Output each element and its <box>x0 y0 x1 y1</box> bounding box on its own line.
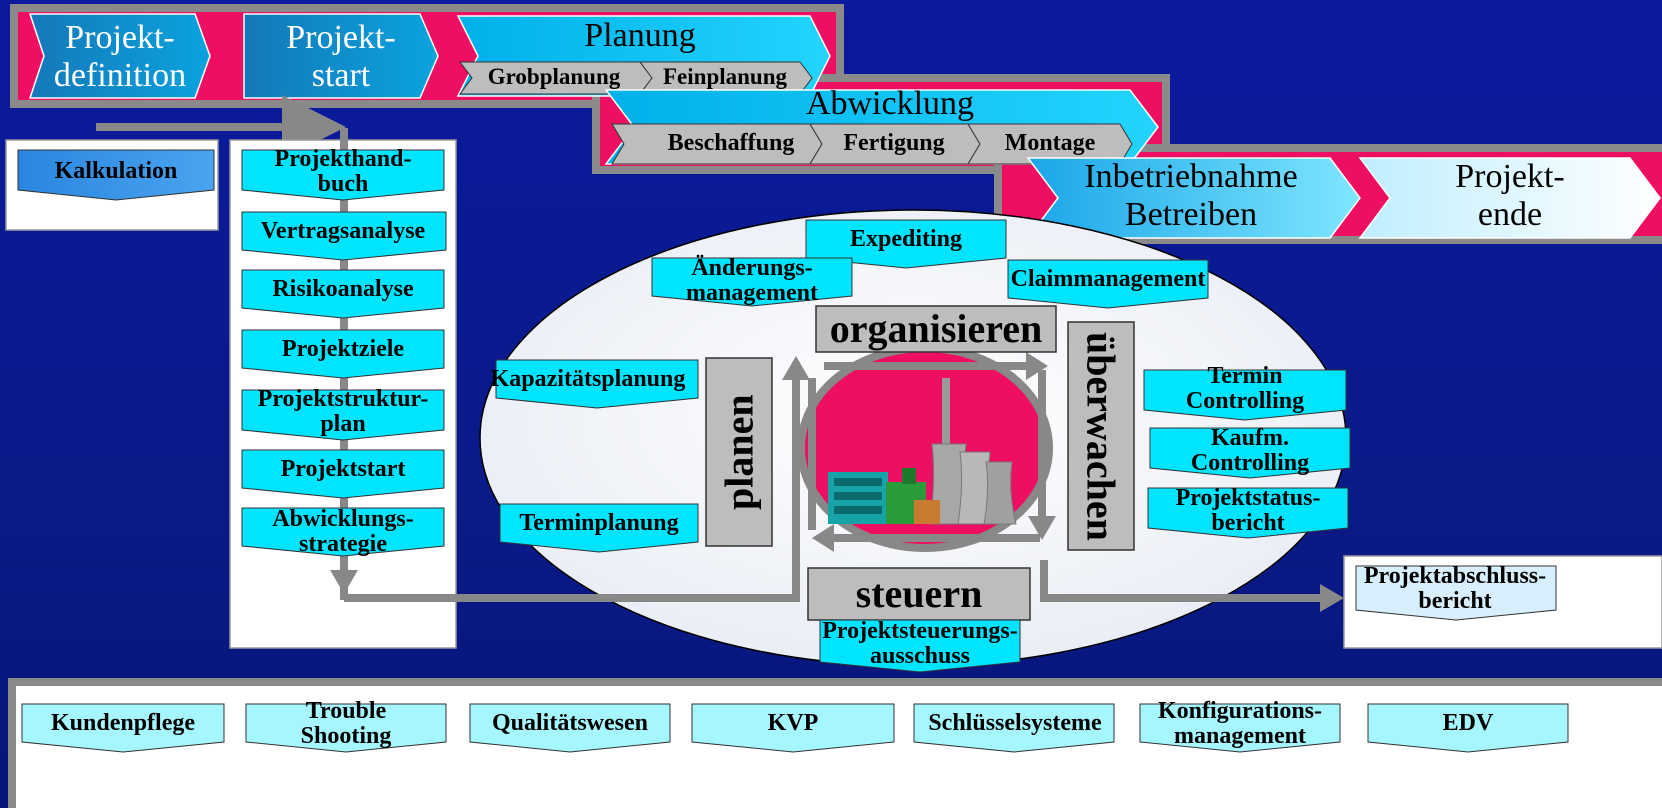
chevron-ende <box>1358 157 1661 239</box>
label-ueberwachen: überwachen <box>1078 331 1124 541</box>
cycle-arrow-right-head <box>1028 516 1056 540</box>
bottom-3: KVP <box>767 710 819 737</box>
label-claim: Claimmanagement <box>1010 266 1206 293</box>
phase-ende-l1: Projekt- <box>1455 157 1565 195</box>
label-status-l1: Projektstatus- <box>1175 484 1321 511</box>
label-steuerung-l1: Projektsteuerungs- <box>822 617 1018 644</box>
label-kaufm: Kaufm.Controlling <box>1150 418 1350 484</box>
bottom-1-l2: Shooting <box>300 723 392 749</box>
col-0-l1: Projekthand- <box>274 145 412 172</box>
sub-feinplanung: Feinplanung <box>663 64 787 89</box>
label-abschluss: Projektabschluss-bericht <box>1348 556 1562 622</box>
label-aenderung-l2: management <box>686 280 818 306</box>
col-6-l1: Abwicklungs- <box>272 505 414 532</box>
bottom-2: Qualitätswesen <box>492 710 648 737</box>
col-4: Projektstruktur-plan <box>232 380 454 444</box>
label-aenderung: Änderungs-management <box>648 248 856 314</box>
label-organisieren: organisieren <box>829 306 1043 351</box>
phase-planung-title: Planung <box>584 16 696 54</box>
sub-grobplanung: Grobplanung <box>487 64 621 89</box>
sub-beschaffung: Beschaffung <box>667 130 795 156</box>
bottom-6: EDV <box>1442 710 1494 737</box>
label-expediting: Expediting <box>849 226 963 253</box>
label-status-l2: bericht <box>1211 510 1285 536</box>
bottom-5-l1: Konfigurations- <box>1157 697 1322 724</box>
col-0: Projekthand-buch <box>236 140 450 204</box>
label-kaufm-l1: Kaufm. <box>1211 424 1289 451</box>
label-abschluss-l1: Projektabschluss- <box>1363 562 1547 589</box>
col-6-l2: strategie <box>299 531 387 557</box>
box-organisieren <box>815 305 1057 353</box>
chevron-inbetrieb <box>1026 157 1361 239</box>
col-1: Vertragsanalyse <box>260 218 426 245</box>
label-steuerung: Projektsteuerungs-ausschuss <box>796 610 1044 678</box>
label-kalkulation: Kalkulation <box>54 158 178 185</box>
phase-definition-l2: definition <box>53 57 187 94</box>
col-5: Projektstart <box>280 456 406 483</box>
bottom-5: Konfigurations-management <box>1130 692 1350 756</box>
power-plant-icon <box>828 378 1017 525</box>
label-steuern: steuern <box>855 571 983 616</box>
label-termin-ctrl-l2: Controlling <box>1185 388 1305 414</box>
phase-definition-l1: Projekt- <box>65 18 175 56</box>
phase-start-l1: Projekt- <box>286 18 396 56</box>
box-planen <box>705 357 773 547</box>
label-aenderung-l1: Änderungs- <box>691 254 813 281</box>
phase-ende-l2: ende <box>1477 196 1543 233</box>
label-termin: Terminplanung <box>519 510 679 537</box>
label-kaufm-l2: Controlling <box>1190 450 1310 476</box>
arrow-planen-head <box>782 356 810 380</box>
label-status: Projektstatus-bericht <box>1148 478 1348 544</box>
cycle-arrow-top-head <box>1026 352 1048 380</box>
col-6: Abwicklungs-strategie <box>236 498 450 566</box>
col-4-l1: Projektstruktur- <box>257 385 429 412</box>
label-abschluss-l2: bericht <box>1418 588 1492 614</box>
label-steuerung-l2: ausschuss <box>869 643 971 669</box>
bottom-5-l2: management <box>1174 723 1306 749</box>
col-0-l2: buch <box>317 171 369 197</box>
phase-start-l2: start <box>311 57 371 94</box>
arrow-abschluss-head <box>1320 584 1344 612</box>
label-planen: planen <box>716 394 762 510</box>
phase-abwicklung-title: Abwicklung <box>805 84 975 122</box>
sub-fertigung: Fertigung <box>843 130 945 156</box>
phase-definition: Projekt- definition <box>30 16 210 98</box>
phase-inbetrieb-l1: Inbetriebnahme <box>1084 157 1298 195</box>
arrow-column-head <box>330 570 358 594</box>
box-ueberwachen <box>1067 321 1135 551</box>
chevron-start <box>243 13 439 99</box>
arrow-to-planen <box>344 362 800 602</box>
cycle-arrow-bottom-head <box>812 524 834 552</box>
phase-inbetrieb: Inbetriebnahme Betreiben <box>1046 154 1336 238</box>
col-3: Projektziele <box>281 336 405 363</box>
col-2: Risikoanalyse <box>272 276 414 303</box>
sub-montage: Montage <box>1004 130 1096 156</box>
bottom-0: Kundenpflege <box>50 710 196 737</box>
chevron-definition <box>28 13 211 99</box>
col-4-l2: plan <box>320 411 366 437</box>
label-termin-ctrl-l1: Termin <box>1207 362 1283 389</box>
phase-start: Projekt- start <box>244 16 438 98</box>
phase-inbetrieb-l2: Betreiben <box>1124 196 1258 233</box>
phase-ende: Projekt- ende <box>1390 154 1630 238</box>
bottom-1-l1: Trouble <box>305 697 387 724</box>
bottom-4: Schlüsselsysteme <box>928 710 1102 737</box>
label-kapazitaet: Kapazitätsplanung <box>490 366 686 393</box>
arrow-to-abschluss <box>1040 560 1330 602</box>
